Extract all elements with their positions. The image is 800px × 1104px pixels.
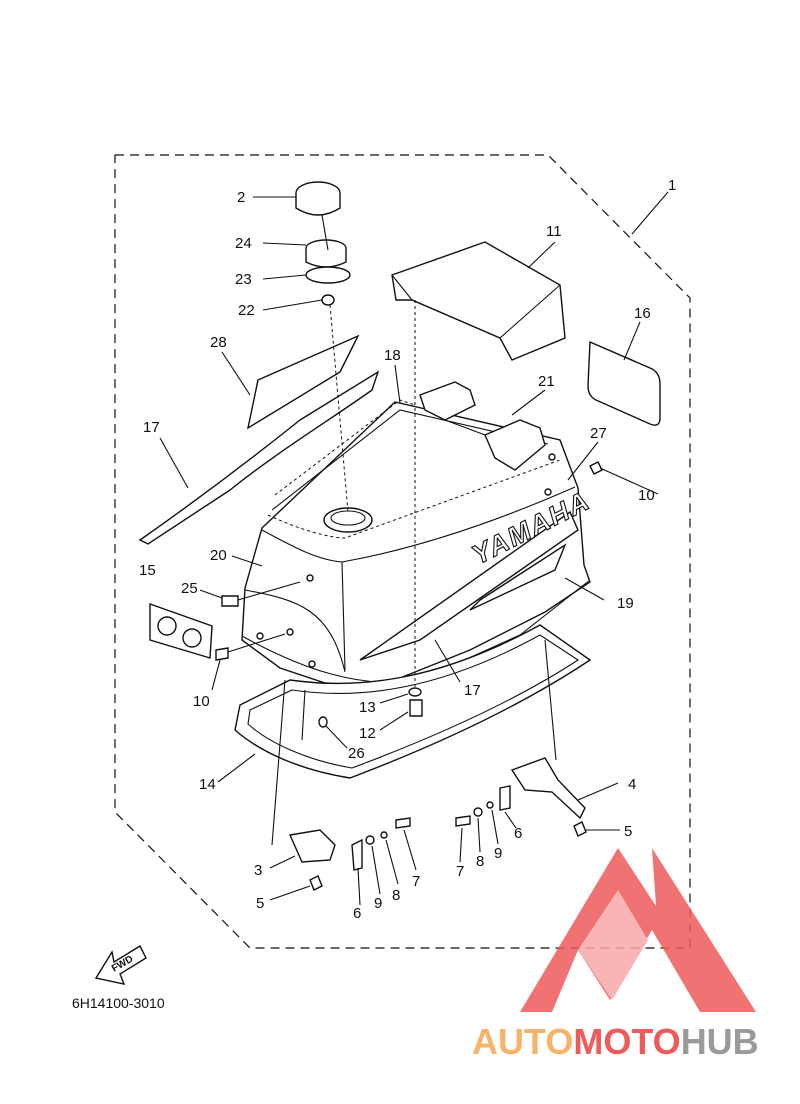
callout-9-right: 9 [494, 845, 502, 862]
callout-20: 20 [210, 547, 227, 564]
callout-22: 22 [238, 302, 255, 319]
callout-1: 1 [668, 177, 676, 194]
callout-25: 25 [181, 580, 198, 597]
hardware [215, 461, 603, 891]
callout-27: 27 [590, 425, 607, 442]
watermark-auto: AUTO [472, 1021, 573, 1062]
callout-16: 16 [634, 305, 651, 322]
callout-19: 19 [617, 595, 634, 612]
callout-2: 2 [237, 189, 245, 206]
callout-6-right: 6 [514, 825, 522, 842]
callout-4: 4 [628, 776, 636, 793]
callout-15: 15 [139, 562, 156, 579]
stripe-17-upper [138, 370, 380, 545]
decal-plate [587, 340, 661, 426]
callout-17-lower: 17 [464, 682, 481, 699]
callout-13: 13 [359, 699, 376, 716]
watermark-moto: MOTO [573, 1021, 680, 1062]
stripe-28 [246, 334, 360, 430]
callout-24: 24 [235, 235, 252, 252]
leader-lines [159, 191, 669, 906]
callout-12: 12 [359, 725, 376, 742]
svg-text:AUTOMOTOHUB: AUTOMOTOHUB [472, 1021, 759, 1062]
callout-28: 28 [210, 334, 227, 351]
callout-8-left: 8 [392, 887, 400, 904]
watermark-logo [520, 848, 756, 1012]
part-number: 6H14100-3010 [72, 995, 165, 1011]
callouts: 1 2 24 23 22 11 16 28 18 21 17 27 10 20 … [139, 177, 676, 922]
callout-17-upper: 17 [143, 419, 160, 436]
callout-10-right: 10 [638, 487, 655, 504]
callout-8-right: 8 [476, 853, 484, 870]
filler-cap [295, 181, 351, 306]
fwd-arrow-icon: FWD [94, 945, 147, 985]
callout-6-left: 6 [353, 905, 361, 922]
callout-9-left: 9 [374, 895, 382, 912]
callout-18: 18 [384, 347, 401, 364]
rear-cover [391, 241, 566, 361]
callout-21: 21 [538, 373, 555, 390]
callout-11: 11 [546, 223, 562, 240]
emblem-90 [149, 603, 213, 659]
callout-14: 14 [199, 776, 216, 793]
callout-23: 23 [235, 271, 252, 288]
callout-10-left: 10 [193, 693, 210, 710]
top-cowling: YAMAHA [241, 381, 596, 689]
callout-7-left: 7 [412, 873, 420, 890]
callout-7-right: 7 [456, 863, 464, 880]
callout-5-right: 5 [624, 823, 632, 840]
callout-5-left: 5 [256, 895, 264, 912]
callout-26: 26 [348, 745, 365, 762]
watermark-hub: HUB [681, 1021, 759, 1062]
callout-3: 3 [254, 862, 262, 879]
